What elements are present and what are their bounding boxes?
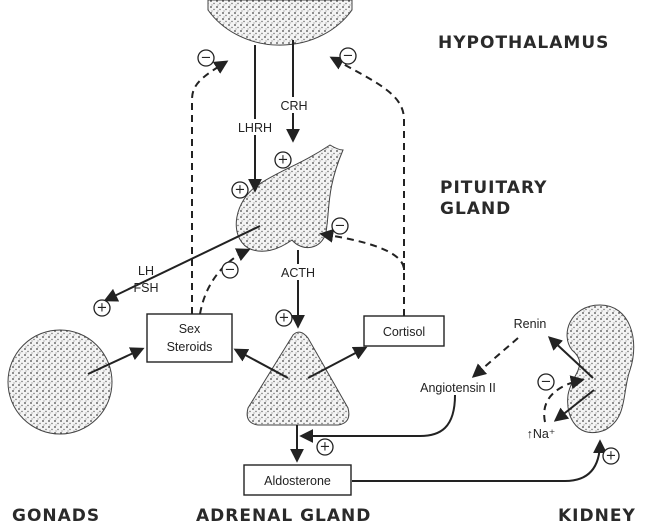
svg-text:+: + — [279, 311, 290, 326]
cortisol-label: Cortisol — [383, 325, 425, 339]
adrenal-gland-shape — [247, 332, 349, 425]
crh-label: CRH — [280, 99, 307, 113]
cortisol-box: Cortisol — [364, 316, 444, 346]
aldosterone-to-kidney-arrow — [352, 442, 600, 481]
minus-sign: − — [340, 48, 356, 64]
svg-text:+: + — [320, 440, 331, 455]
sex-steroids-to-pituitary-feedback — [200, 250, 248, 314]
angiotensin-label: Angiotensin II — [420, 381, 496, 395]
lh-label: LH — [138, 264, 154, 278]
svg-text:+: + — [278, 153, 289, 168]
plus-sign: + — [94, 300, 110, 316]
minus-sign: − — [332, 218, 348, 234]
minus-sign: − — [222, 262, 238, 278]
svg-text:−: − — [201, 51, 212, 66]
svg-text:−: − — [335, 219, 346, 234]
renin-label: Renin — [514, 317, 547, 331]
adrenal-gland-label: ADRENAL GLAND — [196, 506, 371, 526]
kidney-shape — [567, 305, 634, 433]
svg-text:−: − — [225, 263, 236, 278]
gonads-label: GONADS — [12, 506, 100, 526]
kidney-label: KIDNEY — [558, 506, 636, 526]
cortisol-to-pituitary-feedback — [322, 234, 404, 316]
sex-steroids-to-hypothalamus-feedback — [192, 62, 226, 314]
svg-text:−: − — [541, 375, 552, 390]
svg-text:+: + — [606, 449, 617, 464]
aldosterone-label: Aldosterone — [264, 474, 331, 488]
plus-sign: + — [275, 152, 291, 168]
plus-sign: + — [317, 439, 333, 455]
pituitary-label-line2: GLAND — [440, 199, 511, 219]
sodium-label: ↑Na⁺ — [527, 427, 556, 441]
svg-text:−: − — [343, 49, 354, 64]
acth-label: ACTH — [281, 266, 315, 280]
pituitary-label-line1: PITUITARY — [440, 178, 547, 198]
renin-to-angiotensin-arrow — [474, 338, 518, 376]
lhrh-label: LHRH — [238, 121, 272, 135]
sex-steroids-box: Sex Steroids — [147, 314, 232, 362]
svg-text:+: + — [97, 301, 108, 316]
fsh-label: FSH — [134, 281, 159, 295]
plus-sign: + — [603, 448, 619, 464]
plus-sign: + — [232, 182, 248, 198]
gonad-shape — [8, 330, 112, 434]
minus-sign: − — [198, 50, 214, 66]
minus-sign: − — [538, 374, 554, 390]
aldosterone-box: Aldosterone — [244, 465, 351, 495]
lh-fsh-arrow — [106, 226, 260, 300]
plus-sign: + — [276, 310, 292, 326]
cortisol-to-hypothalamus-feedback — [332, 58, 404, 270]
sex-steroids-label-line1: Sex — [179, 322, 201, 336]
svg-text:+: + — [235, 183, 246, 198]
hypothalamus-shape — [208, 0, 352, 45]
hypothalamus-label: HYPOTHALAMUS — [438, 33, 609, 53]
sex-steroids-label-line2: Steroids — [167, 340, 213, 354]
